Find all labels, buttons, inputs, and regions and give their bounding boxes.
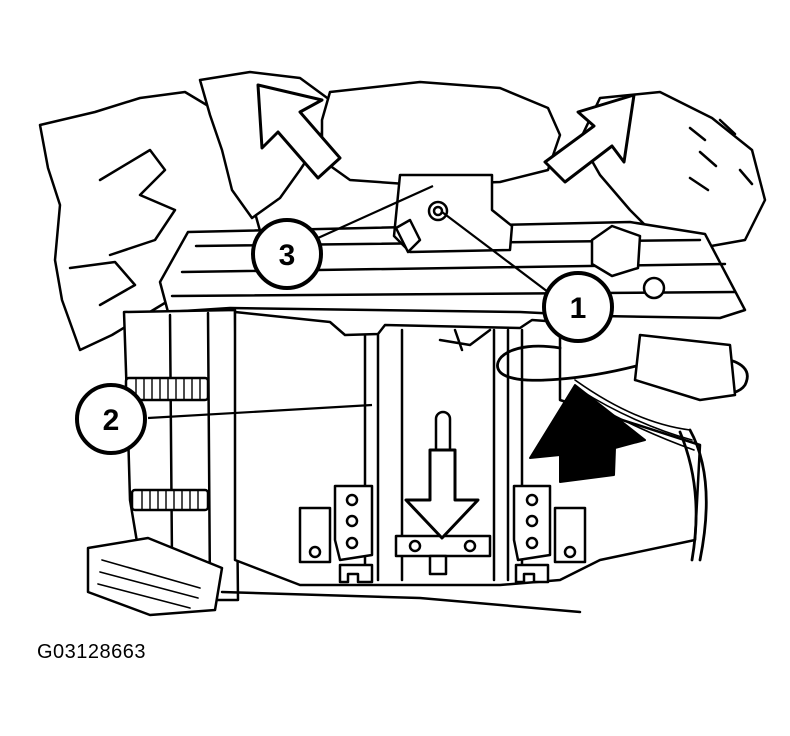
left-outer-tab bbox=[298, 506, 332, 564]
bracket-tab bbox=[394, 218, 422, 254]
right-clip bbox=[590, 224, 642, 278]
left-trim-cut bbox=[98, 148, 177, 257]
left-clip-foot bbox=[338, 563, 374, 584]
plate-screw-left bbox=[408, 539, 422, 553]
callout-3: 3 bbox=[251, 218, 323, 290]
beam-rib-low bbox=[170, 290, 737, 298]
lower-stud-threads bbox=[141, 489, 199, 511]
solid-arrow-icon bbox=[529, 384, 646, 483]
left-mount-screw-2 bbox=[345, 514, 359, 528]
hollow-arrow-icon bbox=[404, 448, 480, 540]
leader-line-2 bbox=[147, 403, 373, 420]
left-mount-screw-3 bbox=[345, 536, 359, 550]
right-outer-screw bbox=[563, 545, 577, 559]
left-mount-screw-1 bbox=[345, 493, 359, 507]
right-mount-screw-2 bbox=[525, 514, 539, 528]
right-trim-detail bbox=[688, 118, 754, 192]
callout-1: 1 bbox=[542, 271, 614, 343]
callout-1-number: 1 bbox=[570, 292, 587, 325]
wiring-connector bbox=[633, 333, 737, 402]
dashboard-pad bbox=[320, 80, 562, 187]
hollow-arrow-icon bbox=[256, 83, 342, 180]
figure-id: G03128663 bbox=[37, 641, 147, 663]
plate-key bbox=[428, 554, 448, 576]
right-mount-screw-3 bbox=[525, 536, 539, 550]
center-bracket bbox=[392, 173, 514, 254]
leader-line-1 bbox=[441, 211, 549, 293]
floor-line bbox=[220, 590, 582, 614]
left-outer-screw bbox=[308, 545, 322, 559]
wiring-tail bbox=[678, 428, 708, 562]
left-column-edge-2 bbox=[206, 311, 212, 597]
lower-threaded-stud bbox=[130, 488, 210, 512]
left-column-edge bbox=[168, 313, 174, 562]
housing-lip bbox=[438, 328, 492, 352]
upper-stud-threads bbox=[135, 377, 201, 401]
leader-line-3 bbox=[317, 184, 434, 240]
left-trim-cut-lower bbox=[68, 260, 137, 307]
hollow-arrow-icon bbox=[543, 93, 636, 184]
callout-2: 2 bbox=[75, 383, 147, 455]
plate-screw-right bbox=[463, 539, 477, 553]
right-mount-screw-1 bbox=[525, 493, 539, 507]
callout-3-number: 3 bbox=[279, 239, 296, 272]
callout-2-number: 2 bbox=[103, 404, 120, 437]
right-clip-foot bbox=[514, 563, 550, 584]
beam-hole bbox=[642, 276, 666, 300]
right-outer-tab bbox=[553, 506, 587, 564]
bracket-bolt-center bbox=[432, 205, 444, 217]
pedal-ribs bbox=[97, 559, 201, 609]
